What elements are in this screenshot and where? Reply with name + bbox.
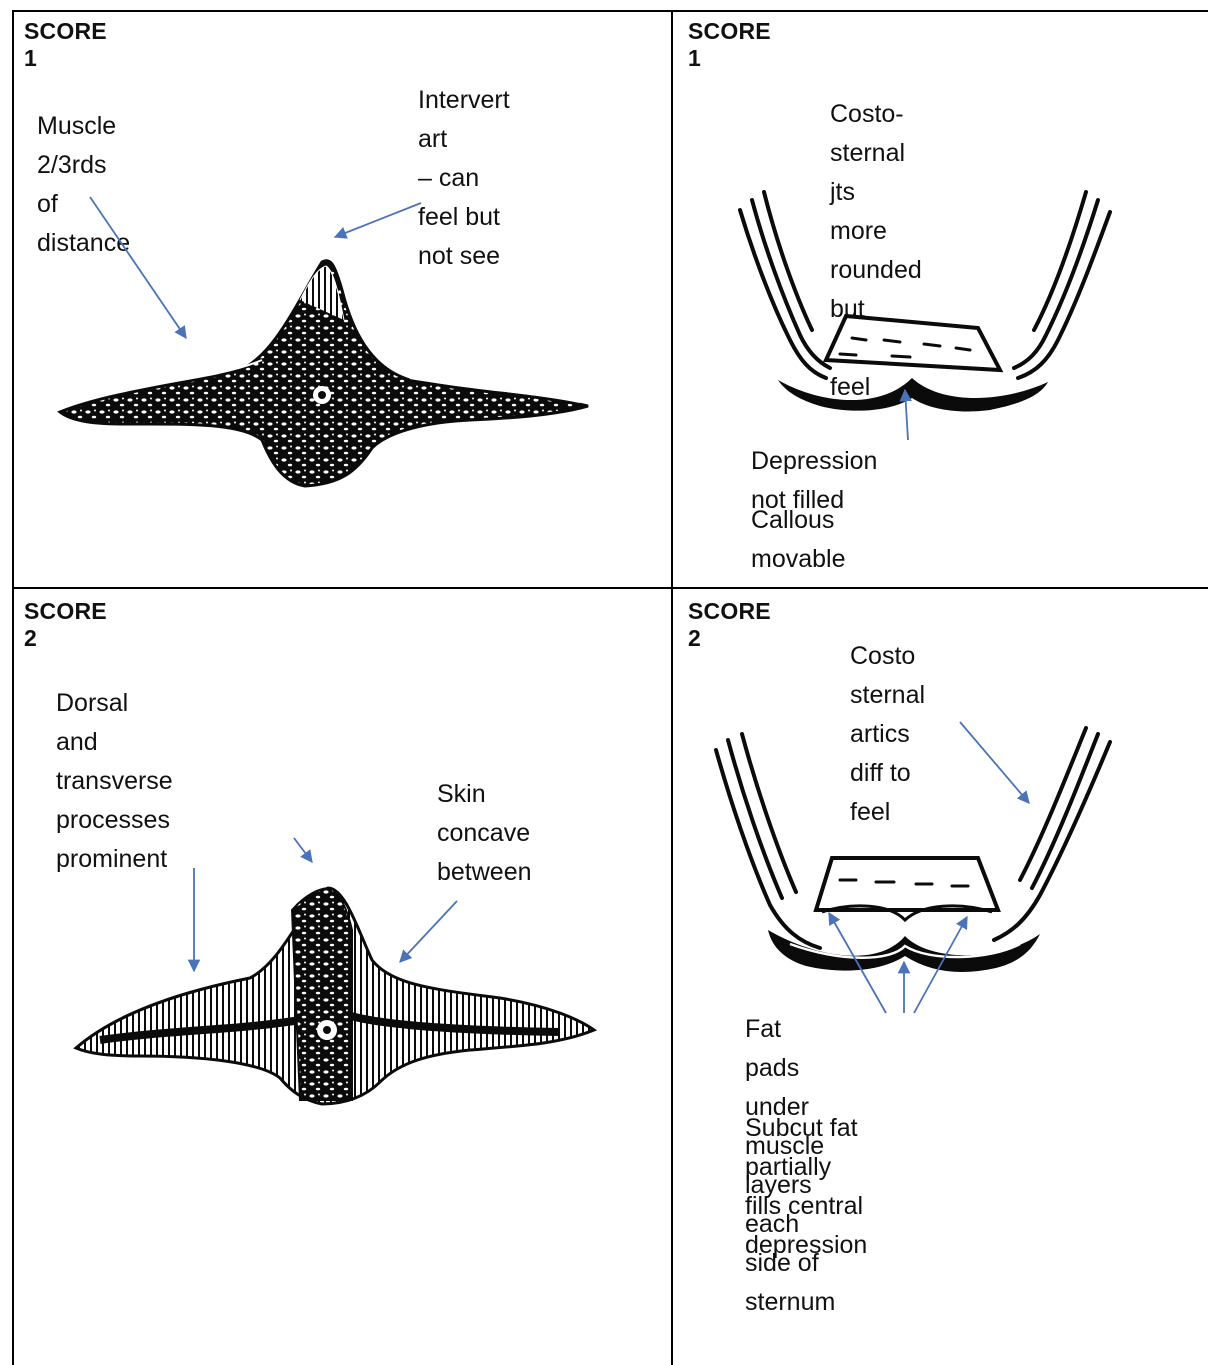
arrow-costo-artics [960,722,1029,803]
